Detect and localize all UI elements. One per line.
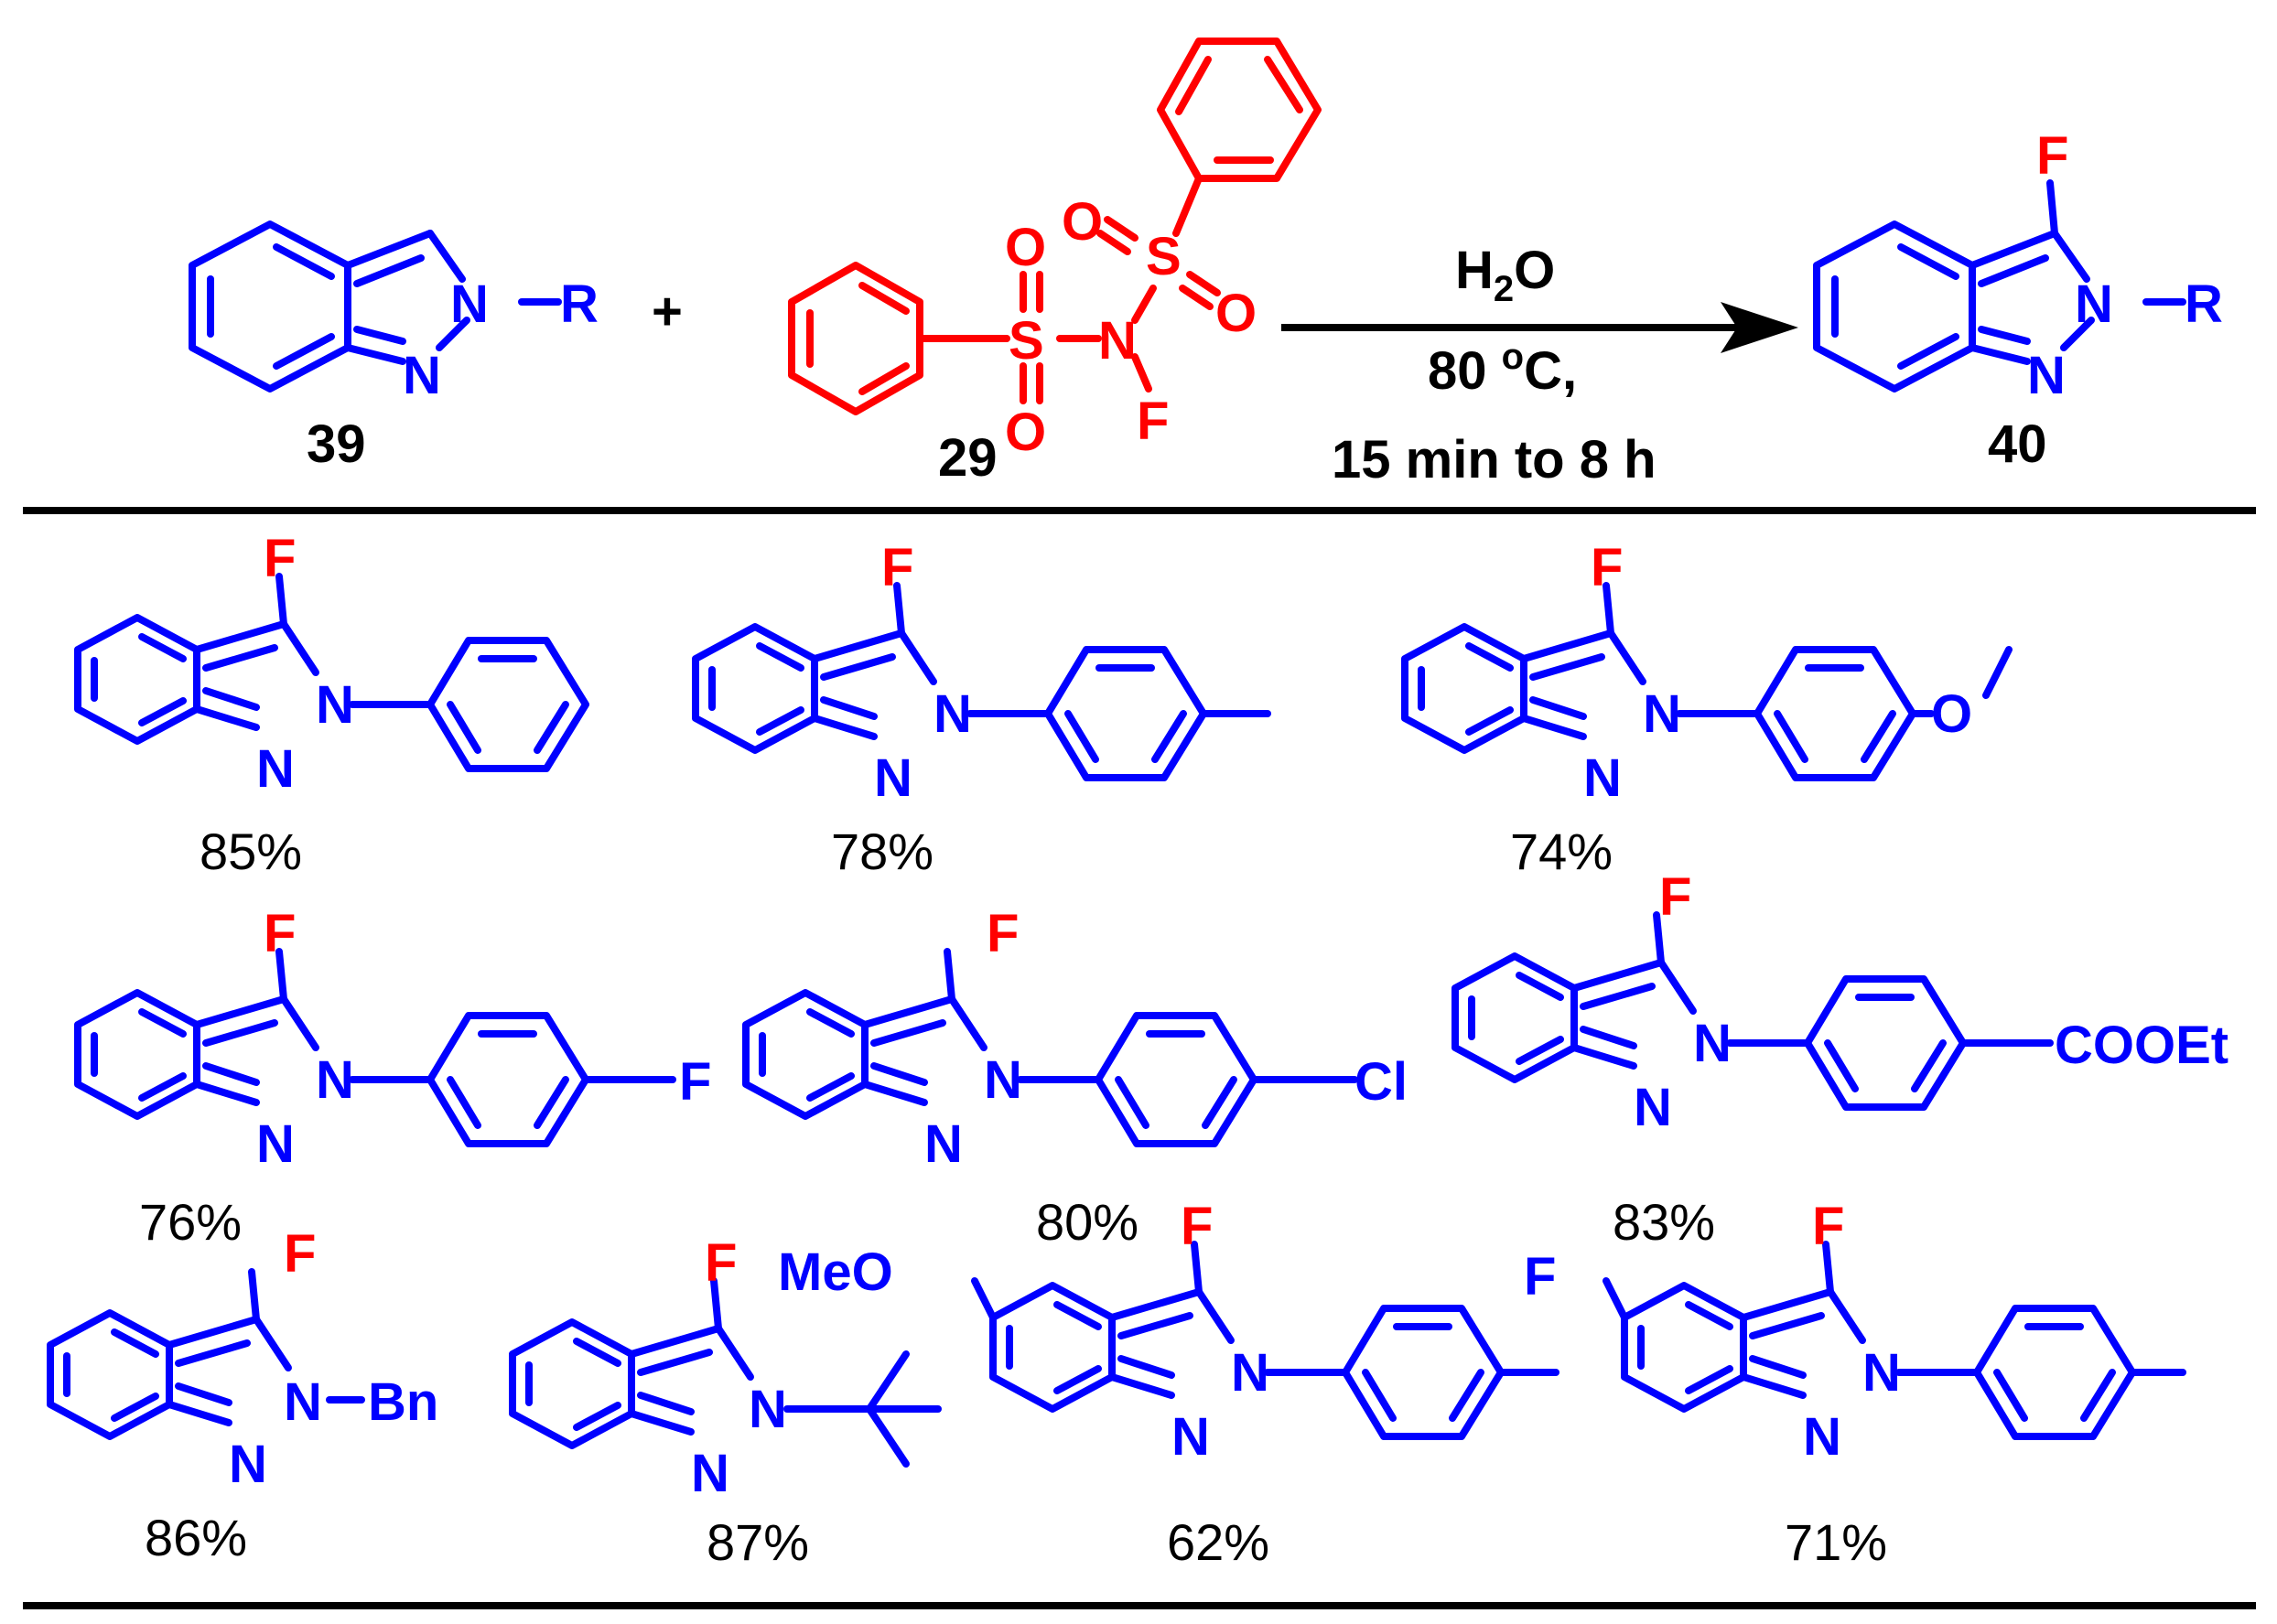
product-5-methoxy-n-aryl	[971, 1244, 1559, 1436]
atom-o: O	[1005, 403, 1046, 462]
atom-f: F	[1181, 1197, 1213, 1256]
condition-temperature: 80 oC,	[1428, 337, 1577, 401]
atom-n: N	[256, 739, 295, 799]
atom-n: N	[874, 748, 912, 808]
atom-f: F	[881, 538, 913, 597]
atom-f: F	[705, 1233, 737, 1293]
atom-n: N	[1643, 684, 1681, 744]
reactant-indazole-39	[189, 220, 562, 393]
product-n-phenyl	[78, 576, 586, 769]
atom-f: F	[284, 1224, 316, 1284]
yield: 80%	[1036, 1193, 1138, 1251]
atom-o: O	[1062, 192, 1103, 252]
atom-n: N	[1693, 1014, 1732, 1073]
yield: 71%	[1785, 1513, 1887, 1571]
atom-n: N	[2075, 274, 2113, 334]
yield: 74%	[1510, 823, 1613, 880]
atom-n: N	[2027, 346, 2066, 405]
atom-f: F	[1659, 867, 1691, 927]
atom-s: S	[1146, 227, 1182, 286]
product-n-p-methoxyphenyl	[1405, 586, 2013, 778]
compound-label-40: 40	[1988, 414, 2047, 474]
condition-time: 15 min to 8 h	[1332, 430, 1656, 489]
yield: 78%	[831, 823, 933, 880]
compound-label-29: 29	[938, 428, 998, 488]
atom-n: N	[450, 274, 489, 334]
substituent-cooet: COOEt	[2055, 1016, 2228, 1075]
atom-f: F	[987, 904, 1019, 963]
atom-n: N	[316, 1050, 354, 1110]
condition-solvent: H2O	[1455, 241, 1555, 309]
product-n-p-cooet-phenyl	[1455, 915, 2054, 1107]
atom-n: N	[924, 1114, 963, 1174]
atom-n: N	[984, 1050, 1022, 1110]
substituent-meo: MeO	[778, 1242, 893, 1302]
atom-cl: Cl	[1354, 1052, 1408, 1112]
atom-n: N	[1098, 311, 1137, 371]
atom-n: N	[933, 684, 972, 744]
yield: 76%	[139, 1193, 242, 1251]
product-n-p-tolyl	[696, 586, 1271, 778]
yield: 86%	[145, 1509, 247, 1566]
yield: 87%	[707, 1513, 809, 1571]
atom-f: F	[1137, 392, 1169, 451]
atom-n: N	[1171, 1407, 1210, 1467]
atom-n: N	[229, 1435, 267, 1494]
product-n-p-chlorophenyl	[746, 952, 1358, 1144]
product-n-p-fluorophenyl	[78, 952, 676, 1144]
atom-n: N	[284, 1372, 322, 1432]
product-fluoroindazole-40	[1813, 179, 2186, 393]
atom-n: N	[316, 675, 354, 735]
yield: 85%	[200, 823, 302, 880]
atom-n: N	[1231, 1343, 1269, 1403]
atom-f: F	[1524, 1247, 1556, 1307]
plus-sign: +	[652, 282, 683, 341]
atom-o: O	[1005, 218, 1046, 277]
substituent-r: R	[2185, 274, 2223, 334]
atom-n: N	[256, 1114, 295, 1174]
yield: 62%	[1167, 1513, 1269, 1571]
compound-label-39: 39	[307, 414, 366, 474]
reagent-nfsi-29	[788, 38, 1322, 415]
atom-f: F	[264, 529, 296, 588]
atom-f: F	[2036, 126, 2068, 186]
product-5-fluoro-n-p-tolyl	[1603, 1244, 2186, 1436]
atom-f: F	[264, 904, 296, 963]
yield: 83%	[1613, 1193, 1715, 1251]
product-n-tert-alkyl	[513, 1281, 942, 1468]
atom-n: N	[1634, 1078, 1672, 1137]
atom-n: N	[403, 346, 441, 405]
atom-o: O	[1931, 684, 1972, 744]
atom-n: N	[1862, 1343, 1901, 1403]
atom-f: F	[679, 1052, 711, 1112]
atom-n: N	[691, 1444, 729, 1503]
atom-s: S	[1009, 311, 1044, 371]
atom-n: N	[1583, 748, 1622, 808]
atom-f: F	[1812, 1197, 1844, 1256]
atom-o: O	[1215, 284, 1257, 343]
substituent-r: R	[560, 274, 599, 334]
atom-n: N	[749, 1380, 787, 1439]
reaction-arrow	[1281, 302, 1798, 353]
substituent-bn: Bn	[368, 1372, 438, 1432]
product-n-benzyl	[50, 1272, 365, 1436]
atom-f: F	[1591, 538, 1623, 597]
atom-n: N	[1803, 1407, 1841, 1467]
